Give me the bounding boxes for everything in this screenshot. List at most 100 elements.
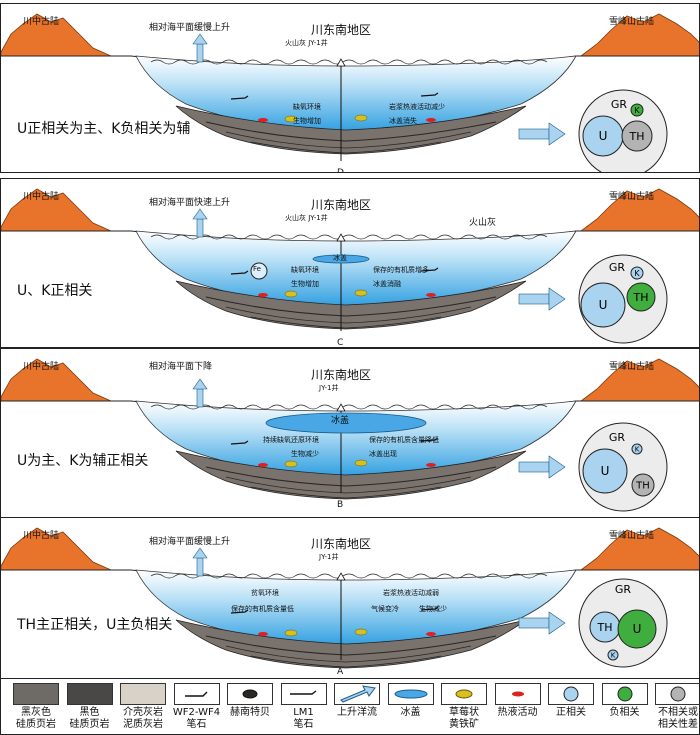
region-label: 川东南地区 xyxy=(311,368,372,382)
hydrothermal-mark xyxy=(426,118,436,122)
u-circle: U xyxy=(582,448,628,494)
hydrothermal-mark xyxy=(426,632,436,636)
correlation-label: TH主正相关，U主负相关 xyxy=(17,617,173,633)
graptolite-mark xyxy=(420,92,439,97)
environment-note: 生物减少 xyxy=(291,450,319,458)
ice-sheet-label: 冰盖 xyxy=(331,416,350,426)
legend-label: 黑灰色 硅质页岩 xyxy=(16,707,56,730)
environment-note: 保存的有机质增多 xyxy=(373,266,429,274)
region-label: 川东南地区 xyxy=(311,537,372,551)
hydrothermal-mark xyxy=(426,293,436,297)
k-circle: K xyxy=(607,649,619,661)
legend-swatch xyxy=(548,683,594,705)
th-circle: TH xyxy=(626,282,656,312)
u-circle: U xyxy=(582,115,624,157)
fe-circle xyxy=(250,262,268,280)
legend-label: 冰盖 xyxy=(400,707,421,718)
legend-swatch xyxy=(120,683,166,705)
ice-sheet-label: 冰盖 xyxy=(333,254,347,262)
pyrite-mark xyxy=(284,290,298,298)
right-land-label: 雪峰山古陆 xyxy=(609,192,655,202)
gr-label: GR xyxy=(609,431,626,444)
correlation-arrow xyxy=(518,617,550,629)
sea-level-arrow xyxy=(196,388,204,408)
hydrothermal-mark xyxy=(426,463,436,467)
panel-letter: D xyxy=(337,168,344,173)
svg-text:K: K xyxy=(635,445,640,453)
sea-level-note: 相对海平面下降 xyxy=(149,362,213,372)
right-land-label: 雪峰山古陆 xyxy=(609,531,655,541)
environment-note: 生物减少 xyxy=(419,605,447,613)
ice-sheet xyxy=(312,254,370,264)
sea-level-note: 相对海平面缓慢上升 xyxy=(149,537,231,547)
hydrothermal-mark xyxy=(258,463,268,467)
legend-item: 正相关 xyxy=(542,683,600,719)
legend-item: 黑色 硅质页岩 xyxy=(61,683,119,731)
th-circle: TH xyxy=(621,120,653,152)
graptolite-mark xyxy=(420,267,439,272)
hydrothermal-mark xyxy=(258,118,268,122)
gr-label: GR xyxy=(615,583,632,596)
panel-letter: A xyxy=(337,667,344,677)
legend-label: 赫南特贝 xyxy=(230,707,270,718)
left-land-label: 川中古陆 xyxy=(23,192,60,202)
sea-level-note: 相对海平面缓慢上升 xyxy=(149,23,231,33)
right-land-label: 雪峰山古陆 xyxy=(609,362,655,372)
legend-item: 赫南特贝 xyxy=(221,683,279,719)
sea-level-arrow xyxy=(196,43,204,63)
svg-text:K: K xyxy=(611,651,616,659)
sea-level-arrow xyxy=(196,557,204,577)
legend-label: 上升洋流 xyxy=(337,707,377,718)
legend-item: 不相关或 相关性差 xyxy=(649,683,700,731)
legend-swatch xyxy=(601,683,648,705)
sediment-layer xyxy=(175,105,527,155)
legend-label: 黑色 硅质页岩 xyxy=(69,707,110,730)
well-marker xyxy=(336,233,346,242)
correlation-label: U为主、K为辅正相关 xyxy=(17,453,149,469)
legend-swatch xyxy=(13,683,59,705)
environment-note: 缺氧环境 xyxy=(293,103,321,111)
legend-label: 不相关或 相关性差 xyxy=(658,707,698,730)
left-land-label: 川中古陆 xyxy=(23,362,60,372)
well-label: JY-1井 xyxy=(319,384,339,392)
gr-label: GR xyxy=(609,261,626,274)
sediment-layer xyxy=(175,619,527,669)
graptolite-mark xyxy=(230,440,249,445)
legend-label: 正相关 xyxy=(556,707,586,718)
svg-text:K: K xyxy=(634,269,640,278)
legend-item: 热液活动 xyxy=(489,683,547,719)
environment-note: 岩浆热液活动减少 xyxy=(389,103,445,111)
k-circle: K xyxy=(631,443,643,455)
pyrite-mark xyxy=(284,460,298,468)
sea-surface xyxy=(150,404,548,410)
well-marker xyxy=(336,58,346,67)
region-label: 川东南地区 xyxy=(311,23,372,37)
sea-surface xyxy=(150,59,548,65)
svg-text:TH: TH xyxy=(629,130,645,143)
environment-note: 贫氧环境 xyxy=(251,589,279,597)
legend-label: 介壳灰岩 泥质灰岩 xyxy=(123,707,163,730)
legend-item: 冰盖 xyxy=(382,683,440,719)
well-label: 火山灰 JY-1井 xyxy=(285,39,328,47)
well-marker xyxy=(336,572,346,581)
k-circle: K xyxy=(630,103,644,117)
environment-note: 冰盖消失 xyxy=(389,117,417,125)
legend-swatch xyxy=(494,683,541,705)
legend-swatch xyxy=(387,683,434,705)
environment-note: 保存的有机质含量低 xyxy=(231,605,294,613)
svg-text:U: U xyxy=(601,464,610,478)
well-label: 火山灰 JY-1井 xyxy=(285,214,328,222)
right-landmass xyxy=(579,188,699,232)
left-land-label: 川中古陆 xyxy=(23,531,60,541)
sea-surface xyxy=(150,234,548,240)
environment-note: 冰盖出现 xyxy=(369,450,397,458)
legend-label: LM1 笔石 xyxy=(293,707,314,730)
legend-item: 负相关 xyxy=(596,683,654,719)
left-land-label: 川中古陆 xyxy=(23,17,60,27)
pyrite-mark xyxy=(354,459,368,467)
hydrothermal-mark xyxy=(258,632,268,636)
